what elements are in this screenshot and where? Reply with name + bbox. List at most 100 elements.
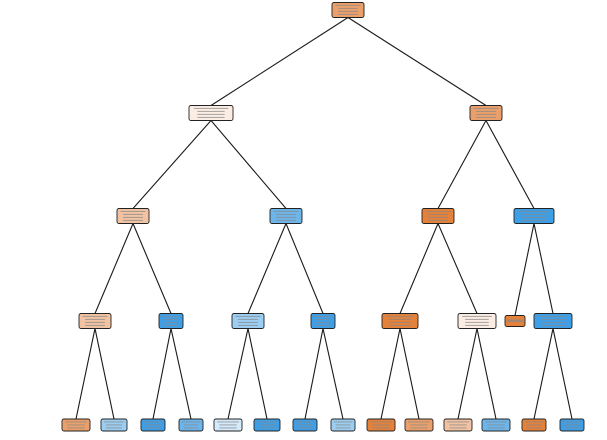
node-text-line — [521, 213, 547, 215]
tree-edge — [75, 328, 96, 420]
node-text-line — [276, 219, 296, 221]
node-text-line — [219, 424, 237, 426]
tree-node — [253, 418, 281, 432]
node-text-line — [541, 324, 565, 326]
node-text-line — [526, 427, 542, 429]
tree-node — [457, 313, 497, 329]
node-text-line — [564, 427, 580, 429]
node-text-line — [258, 427, 276, 429]
tree-edge — [94, 328, 115, 420]
tree-node — [61, 418, 91, 432]
node-text-line — [105, 427, 123, 429]
node-text-line — [120, 210, 146, 212]
node-box — [457, 313, 497, 329]
node-text-line — [197, 113, 225, 115]
tree-edge — [514, 223, 535, 316]
tree-edge — [322, 328, 344, 420]
tree-node — [330, 418, 356, 432]
tree-node — [100, 418, 128, 432]
node-text-line — [538, 315, 568, 317]
node-text-line — [276, 213, 296, 215]
node-text-line — [449, 424, 467, 426]
tree-node — [331, 2, 365, 18]
node-text-line — [145, 424, 161, 426]
node-text-line — [276, 216, 296, 218]
node-text-line — [428, 219, 448, 221]
node-text-line — [219, 427, 237, 429]
node-text-line — [163, 318, 179, 320]
node-text-line — [67, 424, 85, 426]
node-text-line — [123, 216, 143, 218]
node-box — [381, 313, 419, 329]
tree-node — [559, 418, 585, 432]
tree-nodes — [61, 2, 585, 432]
node-text-line — [123, 219, 143, 221]
node-text-line — [428, 216, 448, 218]
tree-edge — [210, 17, 349, 106]
tree-node — [366, 418, 396, 432]
node-text-line — [521, 216, 547, 218]
node-text-line — [465, 318, 489, 320]
tree-node — [158, 313, 184, 329]
node-text-line — [315, 324, 331, 326]
node-text-line — [408, 421, 430, 423]
node-text-line — [335, 427, 351, 429]
node-text-line — [297, 427, 313, 429]
node-text-line — [526, 424, 542, 426]
node-text-line — [462, 315, 492, 317]
node-box — [513, 208, 555, 224]
node-text-line — [217, 421, 239, 423]
tree-edge — [437, 120, 487, 209]
node-text-line — [105, 424, 123, 426]
node-text-line — [449, 427, 467, 429]
tree-edge — [285, 223, 324, 314]
tree-edge — [457, 328, 478, 420]
node-text-line — [85, 324, 105, 326]
node-text-line — [161, 315, 181, 317]
node-text-line — [193, 107, 229, 109]
node-text-line — [410, 424, 428, 426]
tree-edge — [170, 328, 192, 420]
tree-node — [213, 418, 243, 432]
node-text-line — [258, 424, 276, 426]
node-text-line — [181, 421, 201, 423]
node-box — [421, 208, 455, 224]
node-text-line — [315, 321, 331, 323]
tree-node — [469, 105, 503, 121]
tree-edge — [399, 223, 439, 314]
node-text-line — [197, 110, 225, 112]
node-text-line — [123, 213, 143, 215]
node-text-line — [338, 13, 358, 15]
node-box — [158, 313, 184, 329]
tree-edge — [210, 120, 287, 209]
node-text-line — [385, 315, 415, 317]
node-text-line — [143, 421, 163, 423]
node-text-line — [485, 421, 507, 423]
tree-edge — [152, 328, 172, 420]
tree-node — [421, 208, 455, 224]
node-text-line — [335, 4, 361, 6]
tree-node — [188, 105, 234, 121]
node-text-line — [425, 210, 451, 212]
tree-node — [381, 313, 419, 329]
node-text-line — [335, 424, 351, 426]
tree-node — [513, 208, 555, 224]
node-text-line — [507, 319, 523, 323]
tree-node — [292, 418, 318, 432]
tree-edge — [533, 223, 554, 314]
node-box — [331, 2, 365, 18]
tree-edge — [437, 223, 478, 314]
node-text-line — [562, 421, 582, 423]
node-text-line — [388, 324, 412, 326]
tree-edge — [399, 328, 420, 420]
tree-node — [178, 418, 204, 432]
node-box — [310, 313, 336, 329]
node-text-line — [297, 424, 313, 426]
node-text-line — [465, 321, 489, 323]
tree-node — [116, 208, 150, 224]
node-text-line — [518, 210, 550, 212]
node-text-line — [465, 324, 489, 326]
node-text-line — [273, 210, 299, 212]
tree-node — [533, 313, 573, 329]
